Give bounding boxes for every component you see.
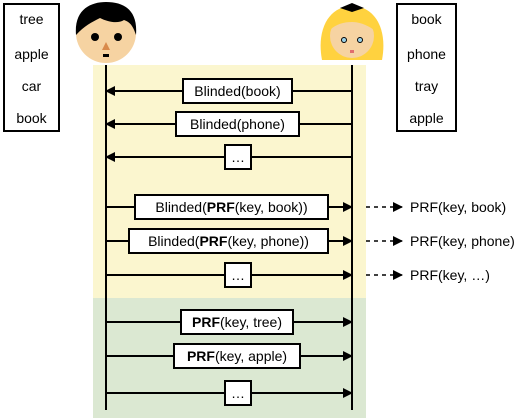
prf-output-row: PRF(key, phone) bbox=[366, 233, 515, 249]
message-box bbox=[224, 262, 252, 288]
message-box bbox=[128, 228, 329, 254]
message-box bbox=[224, 380, 252, 406]
message-row: … bbox=[106, 380, 353, 406]
message-text: Blinded(PRF(key, phone)) bbox=[148, 233, 309, 249]
message-text: … bbox=[231, 267, 245, 283]
left-set-item: book bbox=[16, 110, 47, 126]
prf-output-label: PRF(key, book) bbox=[410, 199, 506, 215]
prf-output-row: PRF(key, …) bbox=[366, 267, 490, 283]
message-box bbox=[173, 343, 301, 369]
message-box bbox=[180, 309, 294, 335]
message-text: Blinded(PRF(key, book)) bbox=[155, 199, 307, 215]
message-row: PRF(key, apple) bbox=[106, 343, 353, 369]
message-box bbox=[224, 144, 252, 170]
message-row: Blinded(book) bbox=[105, 78, 352, 104]
prf-output-row: PRF(key, book) bbox=[366, 199, 506, 215]
left-set-item: tree bbox=[19, 11, 43, 27]
left-set-item: apple bbox=[14, 46, 48, 62]
message-box bbox=[175, 111, 300, 137]
right-set-item: book bbox=[411, 11, 442, 27]
prf-output-label: PRF(key, …) bbox=[410, 267, 490, 283]
message-box bbox=[182, 78, 293, 104]
message-row: Blinded(PRF(key, book)) bbox=[106, 194, 353, 220]
message-text: Blinded(phone) bbox=[190, 116, 285, 132]
message-text: Blinded(book) bbox=[194, 83, 280, 99]
boy-avatar-icon bbox=[75, 2, 137, 63]
prf-output-label: PRF(key, phone) bbox=[410, 233, 515, 249]
right-set-box: book phone tray apple bbox=[396, 3, 457, 132]
message-row: PRF(key, tree) bbox=[106, 309, 353, 335]
left-set-item: car bbox=[22, 78, 42, 94]
message-text: … bbox=[231, 385, 245, 401]
girl-avatar-icon bbox=[320, 3, 384, 60]
right-set-item: tray bbox=[415, 78, 438, 94]
left-set-box: tree apple car book bbox=[3, 3, 60, 132]
message-box bbox=[134, 194, 329, 220]
message-text: PRF(key, apple) bbox=[187, 348, 287, 364]
message-row: Blinded(PRF(key, phone)) bbox=[106, 228, 353, 254]
message-row: … bbox=[105, 144, 352, 170]
message-text: PRF(key, tree) bbox=[192, 314, 282, 330]
right-set-item: phone bbox=[407, 46, 446, 62]
message-text: … bbox=[231, 149, 245, 165]
message-row: Blinded(phone) bbox=[105, 111, 352, 137]
message-row: … bbox=[106, 262, 353, 288]
right-set-item: apple bbox=[409, 110, 443, 126]
